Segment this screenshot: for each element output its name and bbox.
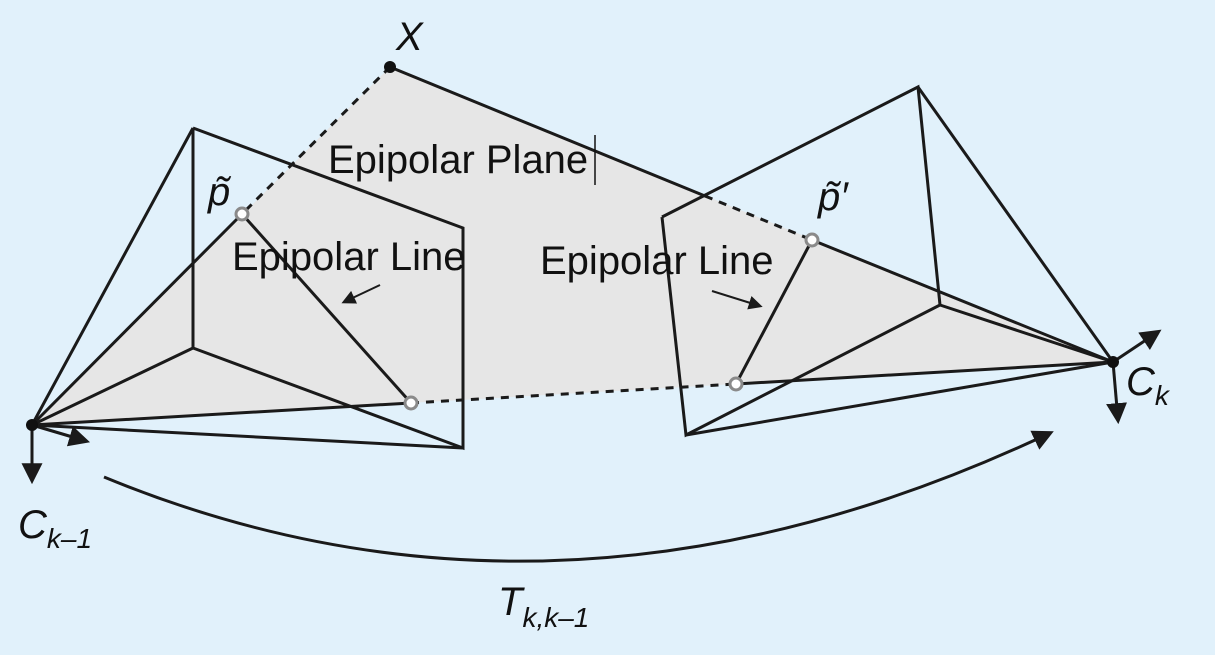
label-epipolar-line-left: Epipolar Line — [232, 235, 466, 279]
epipolar-line-left-pointer — [341, 284, 381, 304]
label-epipolar-plane: Epipolar Plane — [328, 138, 588, 182]
epipolar-plane — [32, 67, 1113, 425]
label-point-x: X — [395, 15, 424, 59]
epipole-left-marker — [403, 395, 419, 411]
epipole-right-marker — [728, 376, 744, 392]
label-transform: Tk,k–1 — [498, 580, 589, 633]
label-camera-prev-sub: k–1 — [47, 523, 92, 554]
label-transform-base: T — [498, 580, 525, 624]
projection-markers — [234, 206, 820, 411]
transform-arc — [103, 430, 1054, 563]
label-transform-sub: k,k–1 — [522, 602, 589, 633]
epipolar-line-right — [734, 239, 814, 385]
label-camera-prev-base: C — [18, 503, 48, 547]
p-right-marker — [804, 232, 820, 248]
label-camera-prev: Ck–1 — [18, 503, 92, 554]
label-camera-curr-base: C — [1126, 360, 1156, 404]
epipolar-line-right-pointer — [711, 290, 763, 310]
epipolar-plane-edges — [30, 65, 1114, 427]
p-left-marker — [234, 206, 250, 222]
epipolar-line-left — [240, 213, 413, 404]
camera-prev-axes — [21, 423, 91, 485]
camera-curr-axes — [1106, 329, 1162, 425]
left-camera-frustum — [30, 126, 465, 451]
camera-center-curr — [1107, 356, 1119, 368]
right-camera-frustum — [660, 84, 1115, 438]
label-p-right: p̃′ — [817, 175, 849, 219]
camera-center-prev — [26, 419, 38, 431]
label-p-left: p̃ — [207, 170, 231, 214]
label-camera-curr-sub: k — [1155, 380, 1171, 411]
world-point-x — [384, 61, 396, 73]
label-camera-curr: Ck — [1126, 360, 1171, 411]
label-epipolar-line-right: Epipolar Line — [540, 239, 774, 283]
